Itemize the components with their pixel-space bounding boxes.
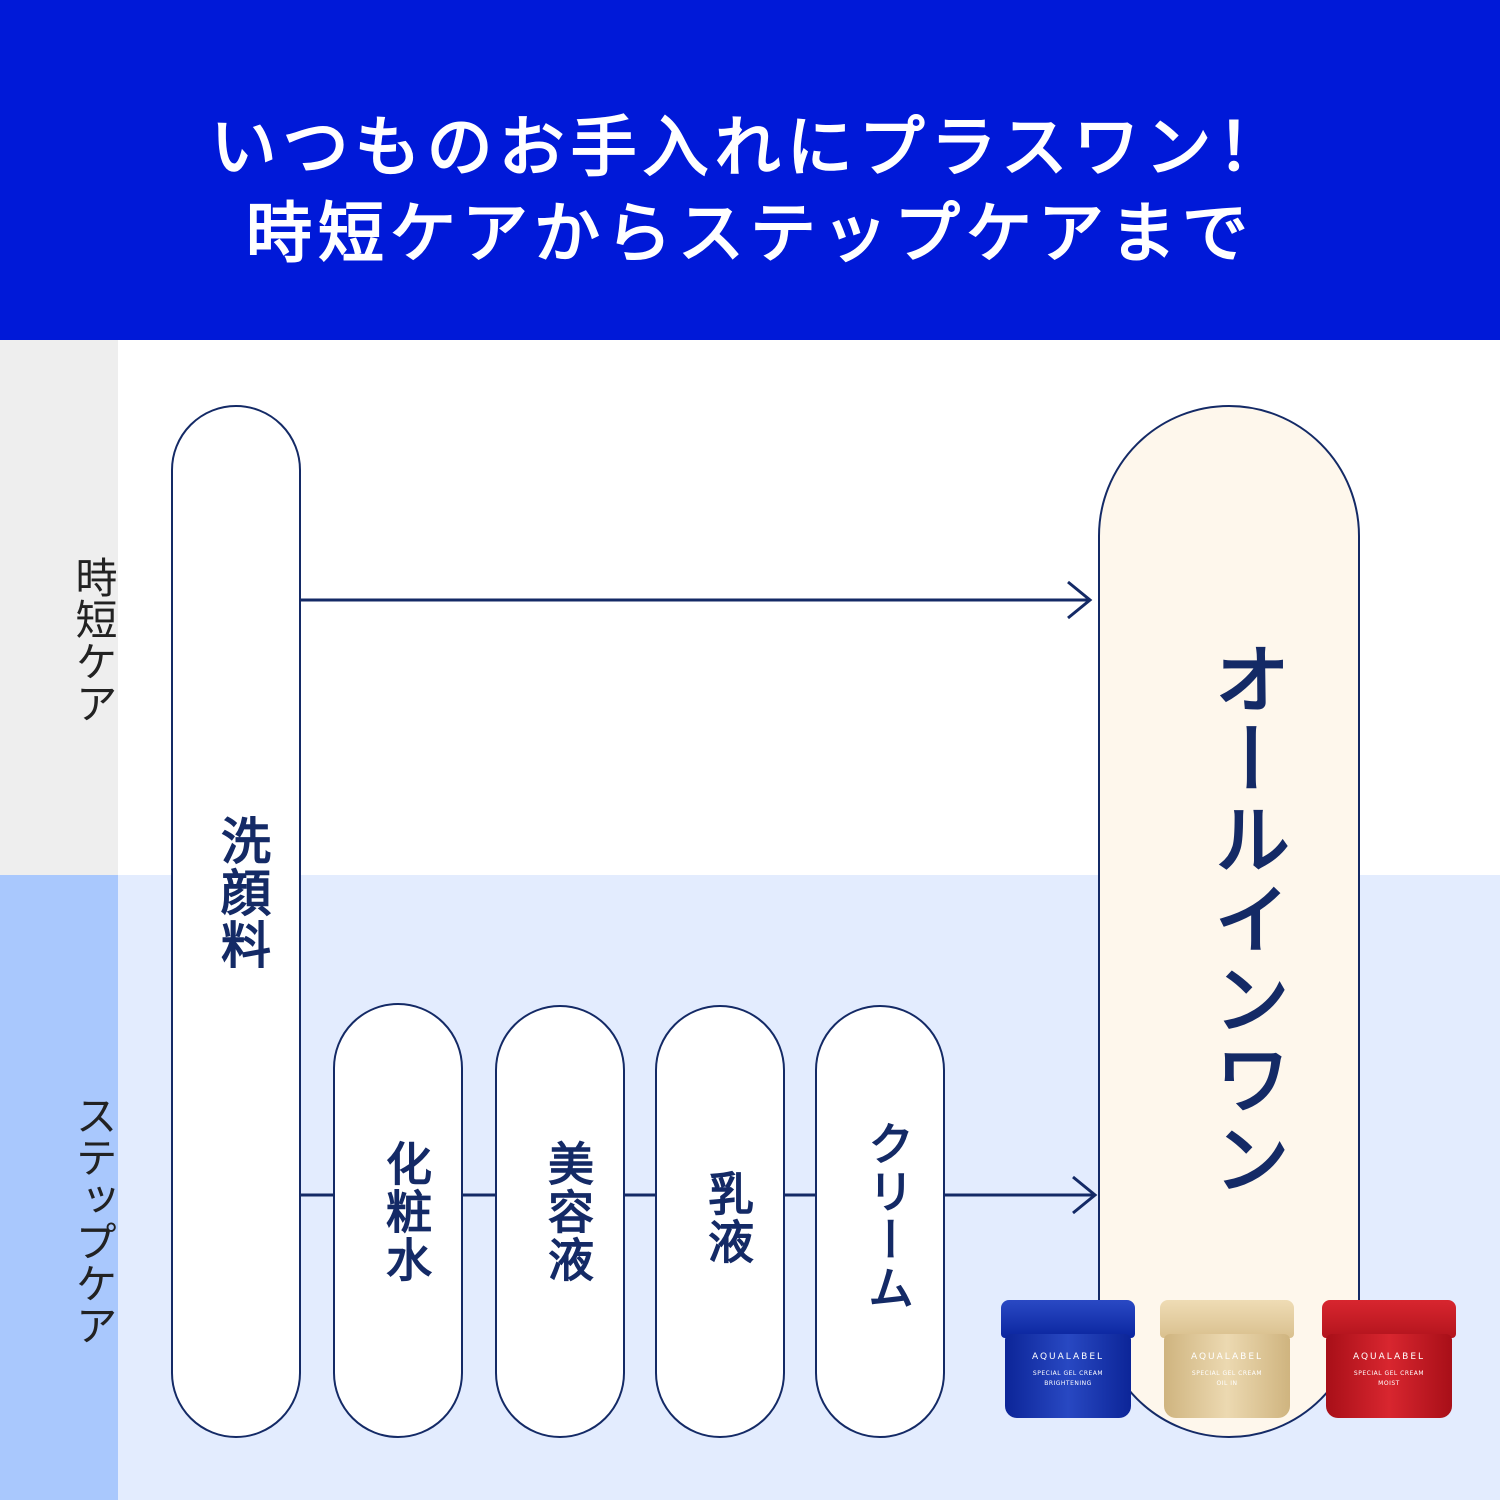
jar-line: SPECIAL GEL CREAM — [1191, 1370, 1263, 1377]
quick-care-arrow-head — [1067, 580, 1093, 620]
jar-lid — [1160, 1300, 1294, 1338]
cream-pill — [815, 1005, 945, 1438]
milk-label: 乳液 — [701, 1170, 755, 1266]
headline-line-2: 時短ケアからステップケアまで — [246, 195, 1254, 272]
jar-lid — [1001, 1300, 1135, 1338]
quick-care-label: 時短ケア — [69, 556, 118, 724]
jar-variant: OIL IN — [1216, 1380, 1238, 1387]
jar-line: SPECIAL GEL CREAM — [1353, 1370, 1425, 1377]
lotion-pill — [333, 1003, 463, 1438]
jar-body — [1164, 1334, 1290, 1418]
step-care-side — [0, 875, 118, 1500]
jar-brand: AQUALABEL — [1190, 1352, 1264, 1362]
milk-pill — [655, 1005, 785, 1438]
quick-care-side — [0, 340, 118, 875]
headline-line-1: いつものお手入れにプラスワン！ — [210, 109, 1290, 186]
step-care-arrow-head — [1072, 1175, 1098, 1215]
product-jar-moist: AQUALABEL SPECIAL GEL CREAM MOIST — [1322, 1300, 1456, 1418]
facewash-label: 洗顔料 — [213, 815, 271, 971]
allinone-label: オールインワン — [1201, 640, 1290, 1200]
jar-line: SPECIAL GEL CREAM — [1032, 1370, 1104, 1377]
header-banner: いつものお手入れにプラスワン！ 時短ケアからステップケアまで — [0, 0, 1500, 340]
serum-label: 美容液 — [541, 1140, 595, 1284]
product-jar-oil-in: AQUALABEL SPECIAL GEL CREAM OIL IN — [1160, 1300, 1294, 1418]
lotion-label: 化粧水 — [379, 1140, 433, 1284]
jar-brand: AQUALABEL — [1352, 1352, 1426, 1362]
allinone-pill — [1098, 405, 1360, 1438]
jar-brand: AQUALABEL — [1031, 1352, 1105, 1362]
product-jar-brightening: AQUALABEL SPECIAL GEL CREAM BRIGHTENING — [1001, 1300, 1135, 1418]
jar-variant: MOIST — [1378, 1380, 1400, 1387]
jar-variant: BRIGHTENING — [1044, 1380, 1092, 1387]
jar-body — [1005, 1334, 1131, 1418]
cream-label: クリーム — [861, 1120, 915, 1312]
facewash-pill — [171, 405, 301, 1438]
jar-lid — [1322, 1300, 1456, 1338]
step-care-label: ステップケア — [69, 1094, 118, 1346]
jar-body — [1326, 1334, 1452, 1418]
serum-pill — [495, 1005, 625, 1438]
